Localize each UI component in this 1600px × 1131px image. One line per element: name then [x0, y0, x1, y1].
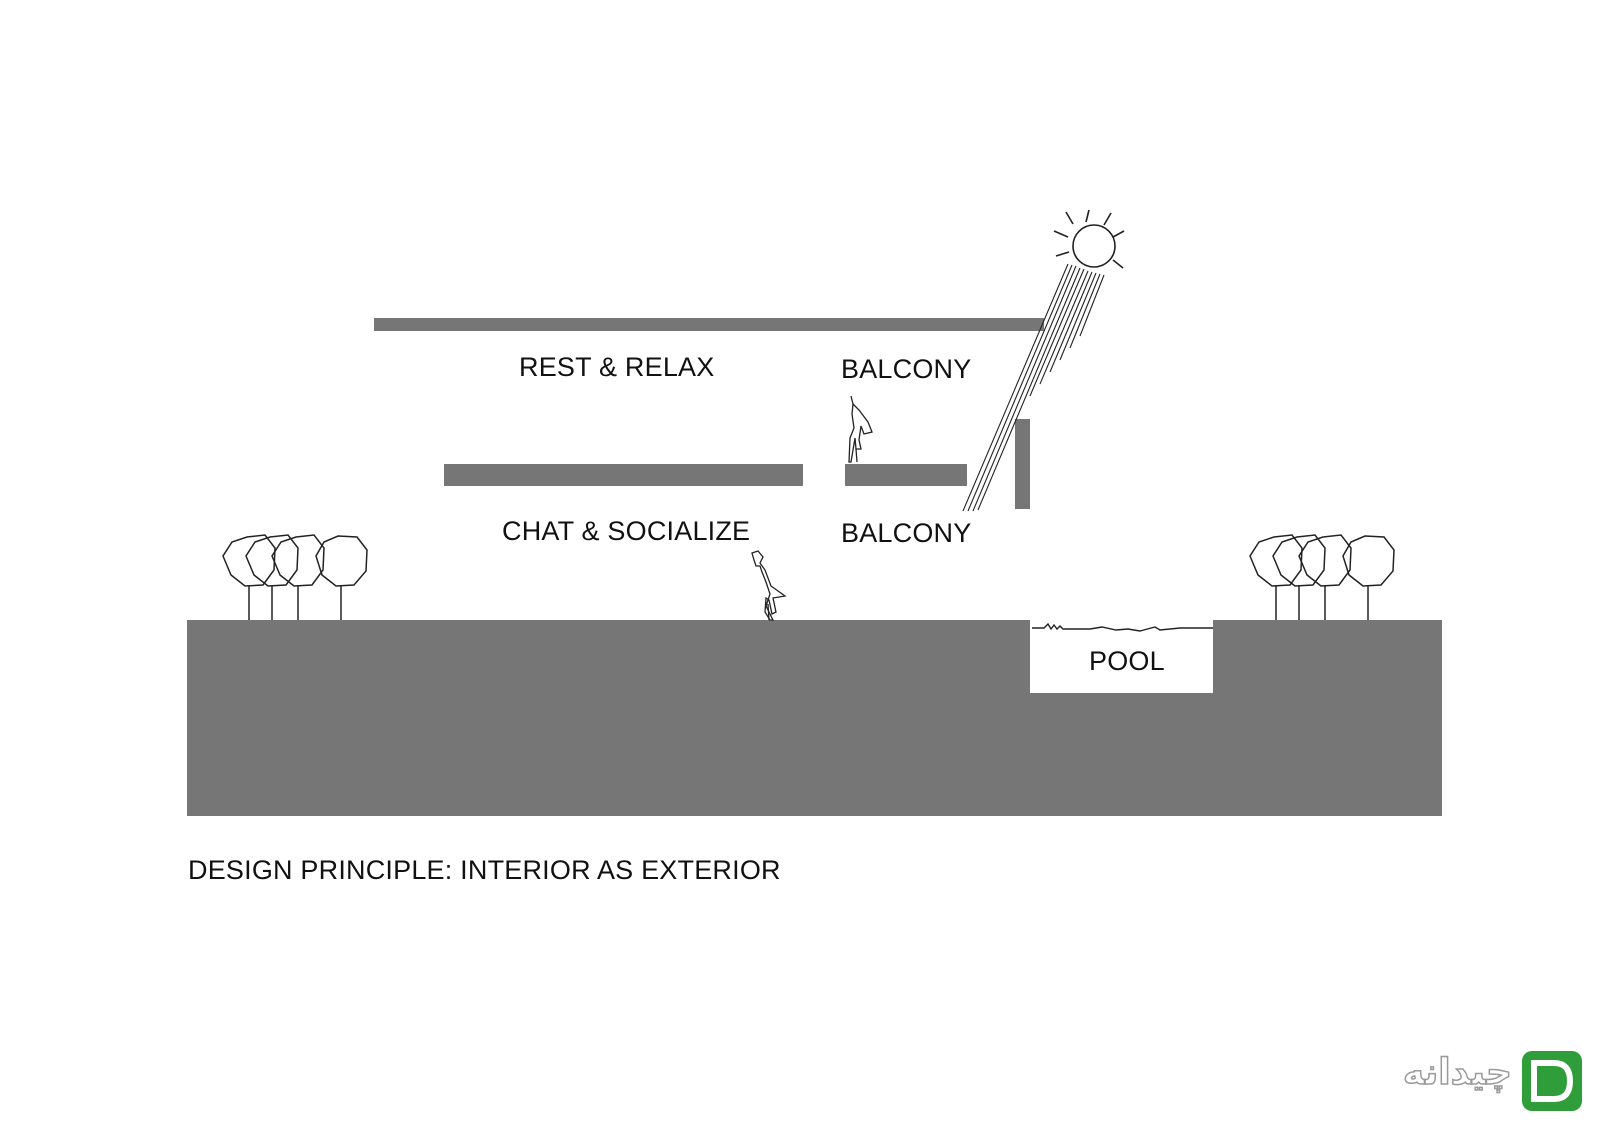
tree-icon	[222, 534, 276, 620]
tree-icon	[271, 534, 325, 620]
label-balcony-lower: BALCONY	[841, 518, 972, 548]
tree-group-left	[222, 534, 368, 620]
label-balcony-upper: BALCONY	[841, 354, 972, 384]
balcony-slab	[845, 464, 967, 486]
watermark: چیدانه	[1362, 1049, 1586, 1113]
balcony-wall	[1015, 419, 1030, 509]
roof-slab	[374, 318, 1044, 331]
watermark-text: چیدانه	[1402, 1052, 1513, 1093]
chidaneh-logo-icon	[1522, 1051, 1582, 1111]
tree-icon	[1342, 535, 1395, 620]
diagram-caption: DESIGN PRINCIPLE: INTERIOR AS EXTERIOR	[188, 855, 781, 885]
tree-icon	[245, 534, 299, 620]
label-chat-and-socialize: CHAT & SOCIALIZE	[502, 516, 751, 546]
tree-icon	[315, 535, 368, 620]
tree-icon	[1272, 534, 1326, 620]
sun-rays	[962, 263, 1105, 512]
label-pool: POOL	[1089, 646, 1165, 676]
tree-group-right	[1249, 534, 1395, 620]
ground-mass	[187, 620, 1442, 816]
upper-floor-slab	[444, 464, 803, 486]
label-rest-and-relax: REST & RELAX	[519, 352, 715, 382]
tree-icon	[1249, 534, 1303, 620]
tree-icon	[1298, 534, 1352, 620]
person-icon	[848, 395, 873, 463]
pool-water-line	[1032, 622, 1213, 632]
person-icon	[751, 550, 787, 621]
sun-icon	[1053, 209, 1125, 269]
